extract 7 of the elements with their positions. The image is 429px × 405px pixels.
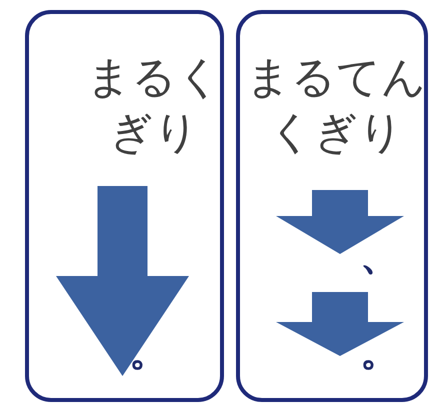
card-heading: まるてんくぎり (245, 51, 427, 160)
rounded-card (236, 10, 428, 402)
rounded-card (25, 10, 224, 402)
punctuation-mark: 、 (360, 236, 400, 276)
card-heading: まるくぎり (86, 51, 222, 160)
punctuation-mark: 。 (129, 332, 169, 372)
punctuation-mark: 。 (360, 332, 400, 372)
